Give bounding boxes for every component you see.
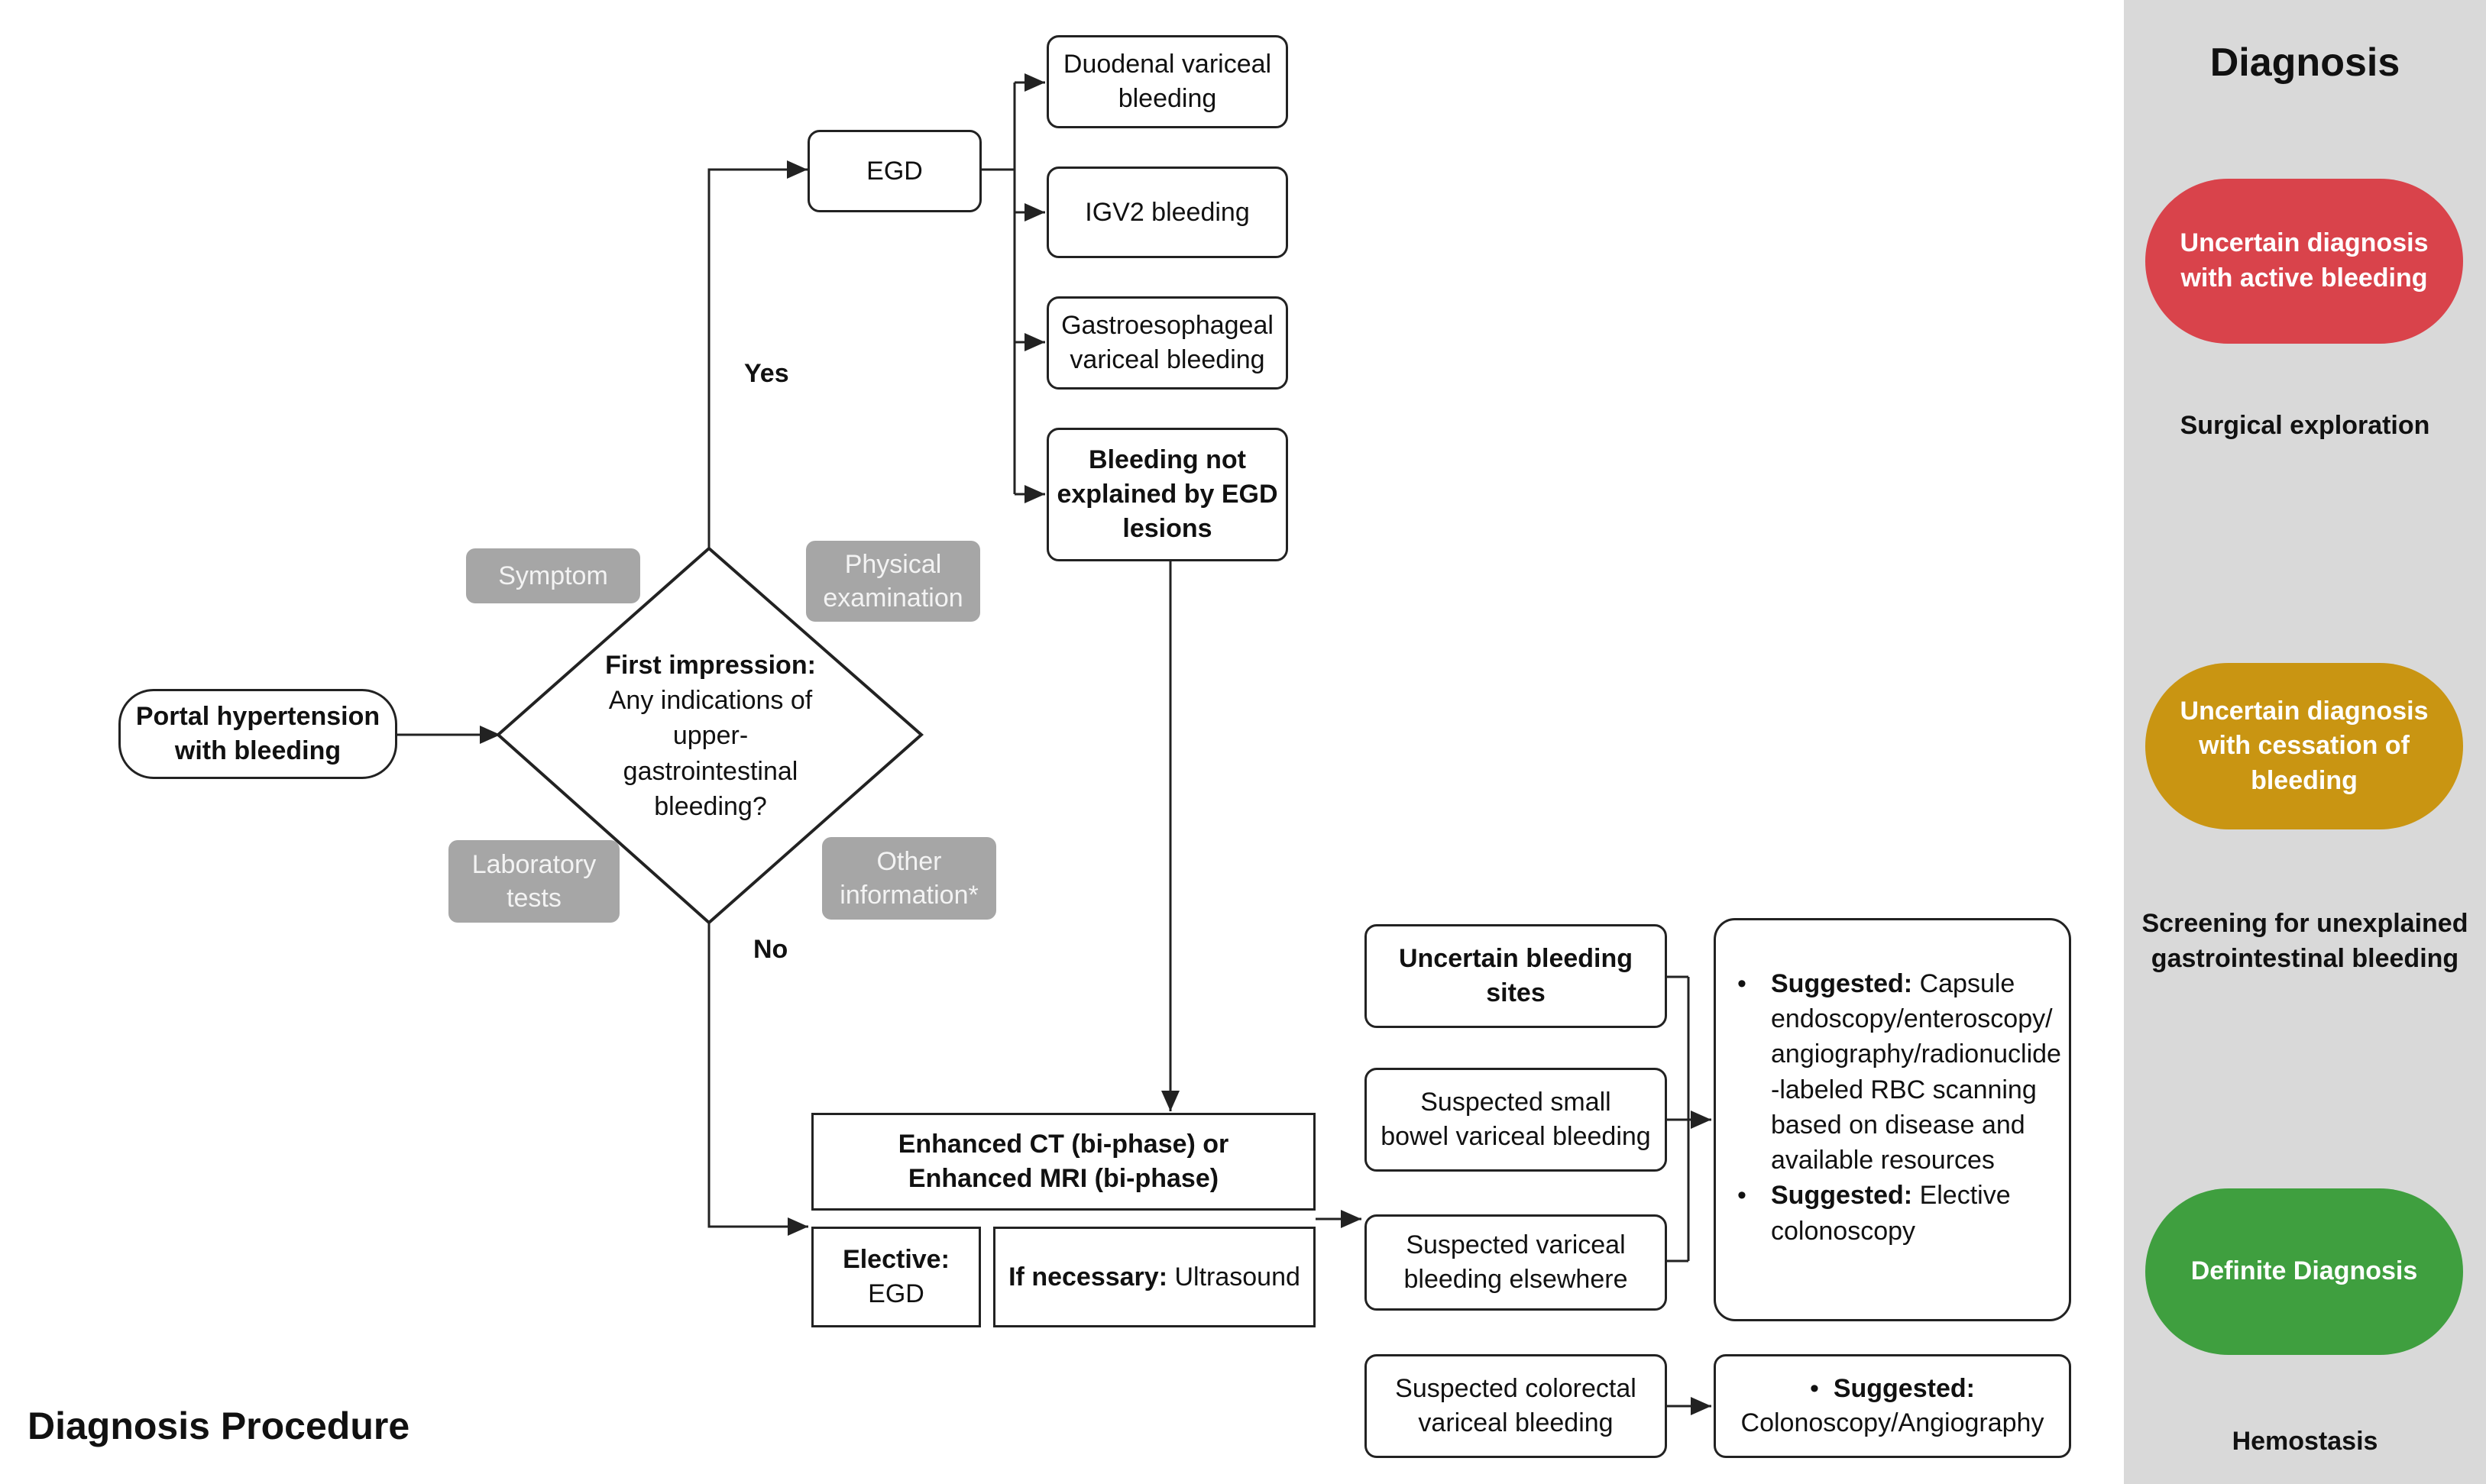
outcome-surgical-exploration: Surgical exploration xyxy=(2180,411,2430,440)
finding-colorectal: Suspected colorectal variceal bleeding xyxy=(1364,1354,1667,1458)
start-node: Portal hypertension with bleeding xyxy=(118,689,397,779)
finding-small-bowel: Suspected small bowel variceal bleeding xyxy=(1364,1068,1667,1172)
outcome-gastroesophageal: Gastroesophageal variceal bleeding xyxy=(1047,296,1288,390)
page-title: Diagnosis Procedure xyxy=(28,1405,410,1447)
yes-label: Yes xyxy=(744,359,789,388)
diagnosis-definite: Definite Diagnosis xyxy=(2145,1188,2463,1355)
suggestion-colorectal: • Suggested: Colonoscopy/Angiography xyxy=(1714,1354,2071,1458)
input-laboratory-tests: Laboratory tests xyxy=(448,840,620,923)
finding-elsewhere: Suspected variceal bleeding elsewhere xyxy=(1364,1214,1667,1311)
diagnosis-active-bleeding: Uncertain diagnosis with active bleeding xyxy=(2145,179,2463,344)
ultrasound-node: If necessary: Ultrasound xyxy=(993,1227,1316,1327)
outcome-unexplained: Bleeding not explained by EGD lesions xyxy=(1047,428,1288,561)
outcome-igv2: IGV2 bleeding xyxy=(1047,167,1288,258)
suggestion-item: Suggested: Capsule endoscopy/enteroscopy… xyxy=(1737,966,2061,1178)
bullet-icon: • xyxy=(1810,1374,1834,1404)
diagnosis-cessation-bleeding: Uncertain diagnosis with cessation of bl… xyxy=(2145,663,2463,829)
outcome-duodenal-variceal: Duodenal variceal bleeding xyxy=(1047,35,1288,128)
elective-label: Elective: xyxy=(843,1245,950,1275)
suggestion-item-label: Suggested: xyxy=(1771,969,1913,998)
diagnosis-panel-title: Diagnosis xyxy=(2209,40,2400,85)
connector-no-imaging xyxy=(707,923,808,1236)
input-symptom: Symptom xyxy=(466,548,640,603)
suggestion-item: Suggested: Elective colonoscopy xyxy=(1737,1178,2052,1248)
outcome-screening: Screening for unexplained gastrointestin… xyxy=(2141,909,2468,974)
suggestion-colorectal-text: Colonoscopy/Angiography xyxy=(1740,1408,2044,1437)
outcome-hemostasis: Hemostasis xyxy=(2232,1427,2378,1456)
elective-egd-node: Elective: EGD xyxy=(811,1227,981,1327)
input-physical-examination: Physical examination xyxy=(806,541,980,622)
decision-question: Any indications of upper- gastrointestin… xyxy=(608,686,813,821)
decision-lead: First impression: xyxy=(605,651,816,680)
suggestion-main: Suggested: Capsule endoscopy/enteroscopy… xyxy=(1714,918,2071,1321)
finding-uncertain-sites: Uncertain bleeding sites xyxy=(1364,924,1667,1028)
necessary-label: If necessary: xyxy=(1008,1262,1168,1292)
decision-text: First impression: Any indications of upp… xyxy=(581,648,840,824)
imaging-node: Enhanced CT (bi-phase) or Enhanced MRI (… xyxy=(811,1113,1316,1211)
connector-yes-egd xyxy=(707,160,808,548)
suggestion-item-text: Elective colonoscopy xyxy=(1771,1181,2011,1246)
input-other-information: Other information* xyxy=(822,837,996,920)
no-label: No xyxy=(753,935,788,964)
suggestion-colorectal-label: Suggested: xyxy=(1833,1374,1975,1404)
egd-node: EGD xyxy=(808,130,982,212)
suggestion-item-label: Suggested: xyxy=(1771,1181,1913,1211)
necessary-text: Ultrasound xyxy=(1167,1262,1300,1292)
elective-text: EGD xyxy=(868,1279,924,1308)
suggestion-item-text: Capsule endoscopy/enteroscopy/ angiograp… xyxy=(1771,969,2061,1175)
